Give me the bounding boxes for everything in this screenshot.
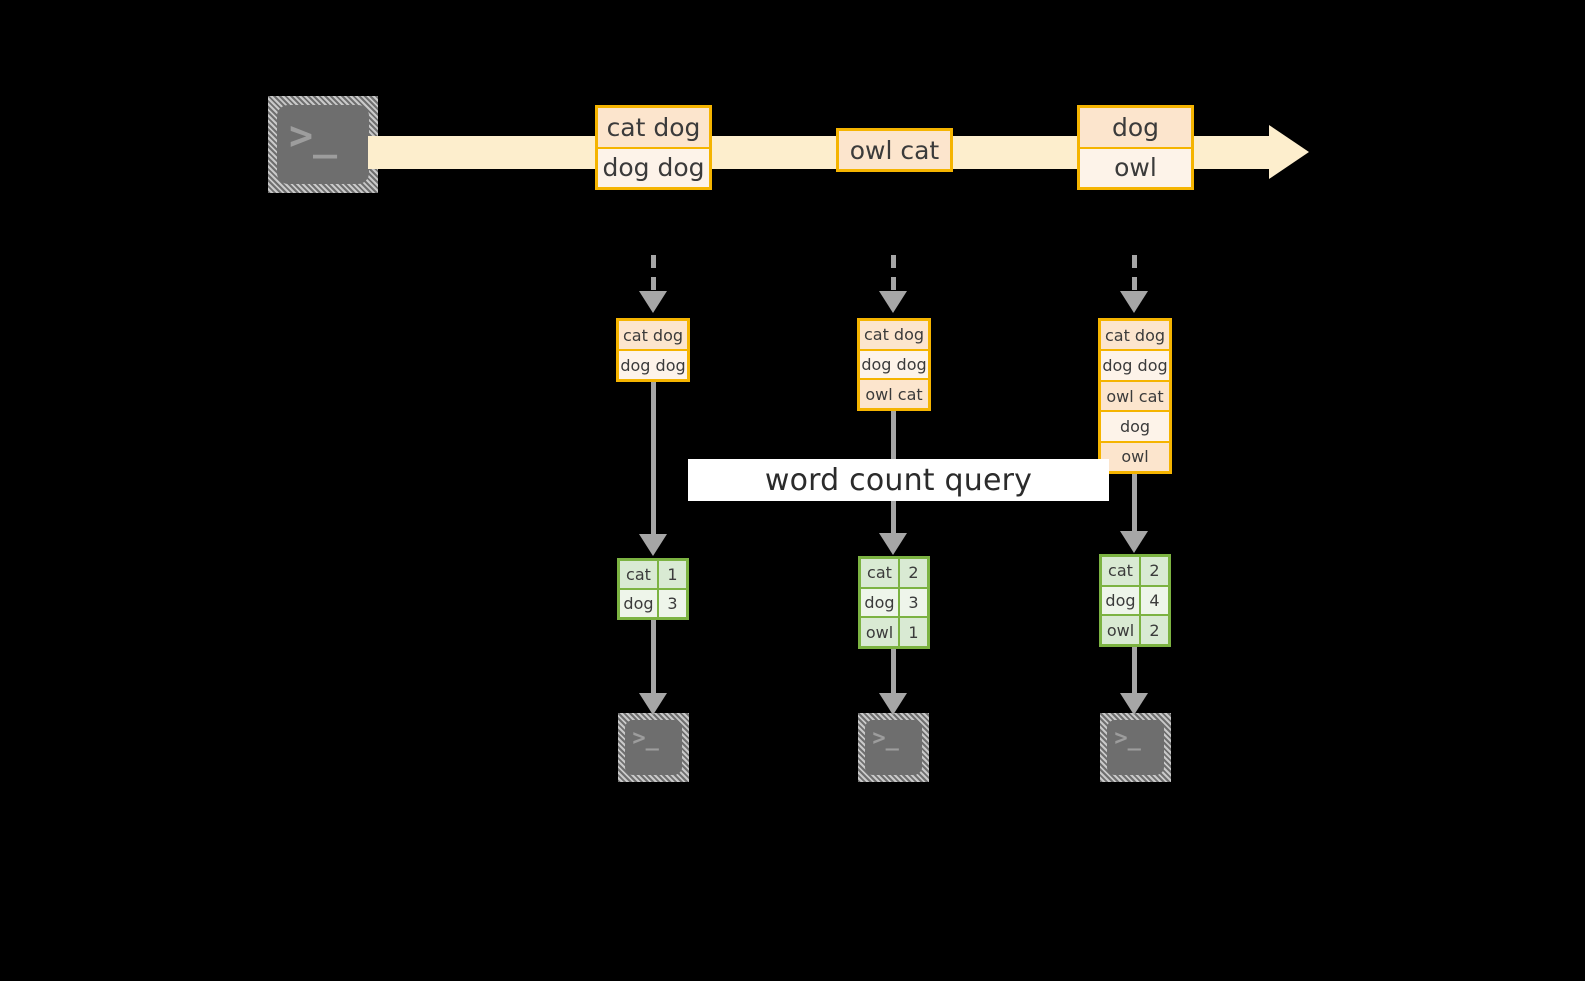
stream-tap-line-2 xyxy=(891,255,896,293)
sink-terminal-icon-1: >_ xyxy=(618,713,689,782)
sink-connector-2 xyxy=(891,649,896,693)
word-cell: cat xyxy=(861,559,900,587)
query-label-band: word count query xyxy=(688,459,1109,501)
sink-connector-arrowhead-2 xyxy=(879,693,907,715)
table-row: cat 1 xyxy=(620,561,686,590)
query-label-text: word count query xyxy=(764,462,1033,498)
event-line: dog xyxy=(1080,108,1191,149)
buffer-line: cat dog xyxy=(619,321,687,351)
stream-tap-arrowhead-2 xyxy=(879,291,907,313)
buffer-line: dog dog xyxy=(1101,351,1169,382)
count-cell: 4 xyxy=(1140,586,1168,615)
buffer-line: cat dog xyxy=(860,321,928,351)
terminal-prompt-glyph: >_ xyxy=(872,725,899,751)
sink-connector-arrowhead-1 xyxy=(639,693,667,715)
stream-event-2: owl cat xyxy=(836,128,953,172)
terminal-screen: >_ xyxy=(277,105,369,184)
sink-terminal-icon-2: >_ xyxy=(858,713,929,782)
count-cell: 3 xyxy=(899,588,927,617)
stream-tap-arrowhead-1 xyxy=(639,291,667,313)
buffer-box-2: cat dog dog dog owl cat xyxy=(857,318,931,411)
terminal-screen: >_ xyxy=(865,720,922,775)
buffer-line: dog dog xyxy=(860,350,928,381)
buffer-box-3: cat dog dog dog owl cat dog owl xyxy=(1098,318,1172,474)
buffer-box-1: cat dog dog dog xyxy=(616,318,690,382)
event-line: owl xyxy=(1080,148,1191,187)
result-table-2: cat 2 dog 3 owl 1 xyxy=(858,556,930,649)
terminal-prompt-glyph: >_ xyxy=(288,113,338,160)
count-cell: 2 xyxy=(1140,557,1168,585)
buffer-line: owl xyxy=(1101,442,1169,472)
count-cell: 3 xyxy=(658,590,686,617)
query-connector-1 xyxy=(651,382,656,534)
stream-arrow-head xyxy=(1269,125,1309,179)
source-terminal-icon: >_ xyxy=(268,96,378,193)
word-cell: cat xyxy=(620,561,659,588)
buffer-line: dog dog xyxy=(619,351,687,379)
table-row: cat 2 xyxy=(861,559,927,589)
terminal-screen: >_ xyxy=(1107,720,1164,775)
stream-event-3: dog owl xyxy=(1077,105,1194,190)
sink-connector-3 xyxy=(1132,647,1137,693)
result-table-3: cat 2 dog 4 owl 2 xyxy=(1099,554,1171,647)
table-row: dog 4 xyxy=(1102,586,1168,617)
query-connector-arrowhead-1 xyxy=(639,534,667,556)
table-row: dog 3 xyxy=(620,590,686,617)
table-row: dog 3 xyxy=(861,588,927,619)
word-cell: owl xyxy=(1102,616,1141,645)
word-cell: dog xyxy=(861,588,900,617)
table-row: owl 1 xyxy=(861,618,927,647)
query-connector-arrowhead-2 xyxy=(879,533,907,555)
result-table-1: cat 1 dog 3 xyxy=(617,558,689,620)
sink-terminal-icon-3: >_ xyxy=(1100,713,1171,782)
count-cell: 2 xyxy=(899,559,927,587)
event-line: owl cat xyxy=(839,131,950,169)
event-line: dog dog xyxy=(598,148,709,187)
buffer-line: owl cat xyxy=(860,380,928,409)
stream-event-1: cat dog dog dog xyxy=(595,105,712,190)
table-row: cat 2 xyxy=(1102,557,1168,587)
word-cell: dog xyxy=(1102,586,1141,615)
stream-tap-line-1 xyxy=(651,255,656,293)
count-cell: 1 xyxy=(899,618,927,647)
buffer-line: dog xyxy=(1101,412,1169,443)
terminal-screen: >_ xyxy=(625,720,682,775)
word-cell: dog xyxy=(620,590,659,617)
buffer-line: owl cat xyxy=(1101,381,1169,413)
sink-connector-1 xyxy=(651,620,656,693)
word-cell: owl xyxy=(861,618,900,647)
event-line: cat dog xyxy=(598,108,709,149)
terminal-prompt-glyph: >_ xyxy=(632,725,659,751)
stream-tap-line-3 xyxy=(1132,255,1137,293)
query-connector-arrowhead-3 xyxy=(1120,531,1148,553)
buffer-line: cat dog xyxy=(1101,321,1169,352)
query-connector-3 xyxy=(1132,474,1137,531)
stream-tap-arrowhead-3 xyxy=(1120,291,1148,313)
table-row: owl 2 xyxy=(1102,616,1168,645)
count-cell: 1 xyxy=(658,561,686,588)
sink-connector-arrowhead-3 xyxy=(1120,693,1148,715)
terminal-prompt-glyph: >_ xyxy=(1114,725,1141,751)
count-cell: 2 xyxy=(1140,616,1168,645)
word-cell: cat xyxy=(1102,557,1141,585)
